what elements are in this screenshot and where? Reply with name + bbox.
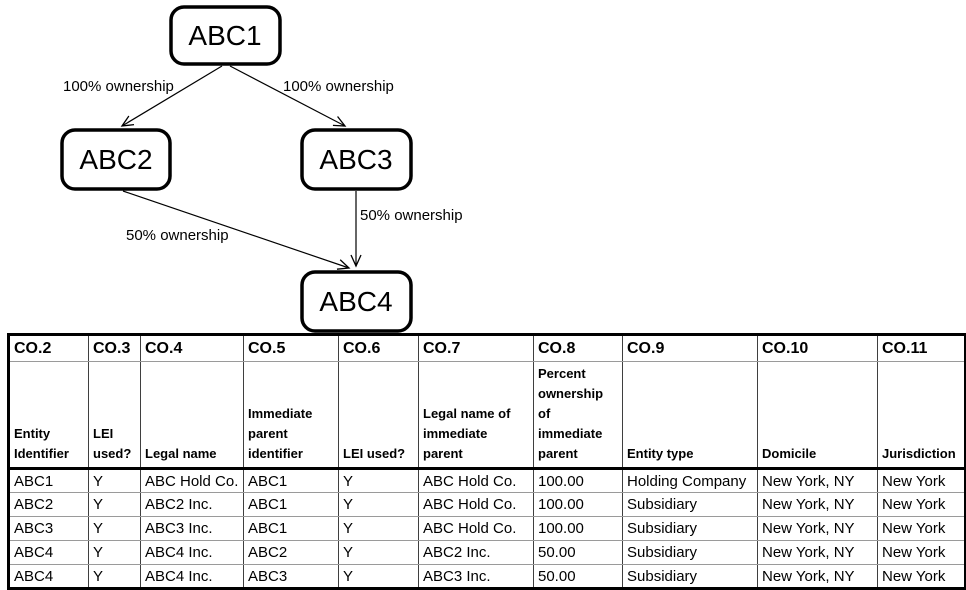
column-label-CO.9: Entity type [622,361,758,470]
column-label-CO.11: Jurisdiction [877,361,966,470]
column-label-CO.2: Entity Identifier [8,361,89,470]
cell-CO.11: New York [877,516,966,541]
cell-CO.7: ABC3 Inc. [418,564,534,589]
cell-CO.7: ABC2 Inc. [418,540,534,565]
cell-CO.8: 100.00 [533,468,623,493]
cell-CO.4: ABC4 Inc. [140,564,244,589]
cell-CO.9: Subsidiary [622,516,758,541]
column-code-CO.7: CO.7 [418,334,534,362]
column-label-CO.7: Legal name of immediate parent [418,361,534,470]
cell-CO.4: ABC4 Inc. [140,540,244,565]
cell-CO.8: 50.00 [533,540,623,565]
column-label-CO.8: Percent ownership of immediate parent [533,361,623,470]
column-code-CO.2: CO.2 [8,334,89,362]
cell-CO.10: New York, NY [757,540,878,565]
node-abc2-box [60,128,172,191]
cell-CO.2: ABC3 [8,516,89,541]
cell-CO.3: Y [88,564,141,589]
node-abc3-box [300,128,413,191]
cell-CO.5: ABC3 [243,564,339,589]
cell-CO.5: ABC1 [243,468,339,493]
node-abc1-box [169,5,282,66]
cell-CO.9: Holding Company [622,468,758,493]
cell-CO.5: ABC1 [243,516,339,541]
column-label-CO.6: LEI used? [338,361,419,470]
cell-CO.3: Y [88,516,141,541]
cell-CO.10: New York, NY [757,564,878,589]
node-abc1-label: ABC1 [188,20,261,51]
column-code-CO.11: CO.11 [877,334,966,362]
node-abc4-box [300,270,413,333]
edge-label-abc1-abc2: 100% ownership [63,78,174,95]
cell-CO.8: 100.00 [533,492,623,517]
column-code-CO.4: CO.4 [140,334,244,362]
cell-CO.6: Y [338,492,419,517]
cell-CO.6: Y [338,516,419,541]
node-abc2-label: ABC2 [79,144,152,175]
cell-CO.9: Subsidiary [622,492,758,517]
edge-label-abc1-abc3: 100% ownership [283,78,394,95]
cell-CO.11: New York [877,492,966,517]
column-code-CO.10: CO.10 [757,334,878,362]
column-label-CO.3: LEI used? [88,361,141,470]
cell-CO.6: Y [338,564,419,589]
cell-CO.4: ABC3 Inc. [140,516,244,541]
column-label-CO.4: Legal name [140,361,244,470]
edge-label-abc2-abc4: 50% ownership [126,227,229,244]
cell-CO.11: New York [877,564,966,589]
column-code-CO.8: CO.8 [533,334,623,362]
node-abc3-label: ABC3 [319,144,392,175]
edge-abc1-abc3 [229,65,347,127]
cell-CO.8: 50.00 [533,564,623,589]
column-code-CO.3: CO.3 [88,334,141,362]
cell-CO.2: ABC1 [8,468,89,493]
cell-CO.7: ABC Hold Co. [418,516,534,541]
column-code-CO.9: CO.9 [622,334,758,362]
cell-CO.6: Y [338,468,419,493]
column-code-CO.5: CO.5 [243,334,339,362]
column-label-CO.10: Domicile [757,361,878,470]
cell-CO.8: 100.00 [533,516,623,541]
cell-CO.7: ABC Hold Co. [418,492,534,517]
cell-CO.11: New York [877,540,966,565]
ownership-structure-diagram: 100% ownership 100% ownership 50% owners… [60,5,463,333]
cell-CO.9: Subsidiary [622,564,758,589]
cell-CO.4: ABC Hold Co. [140,468,244,493]
edge-abc1-abc2 [120,65,223,127]
cell-CO.10: New York, NY [757,516,878,541]
node-abc4-label: ABC4 [319,286,392,317]
cell-CO.2: ABC4 [8,540,89,565]
cell-CO.5: ABC2 [243,540,339,565]
cell-CO.10: New York, NY [757,492,878,517]
cell-CO.4: ABC2 Inc. [140,492,244,517]
column-label-CO.5: Immediate parent identifier [243,361,339,470]
cell-CO.3: Y [88,492,141,517]
cell-CO.9: Subsidiary [622,540,758,565]
cell-CO.6: Y [338,540,419,565]
cell-CO.3: Y [88,540,141,565]
cell-CO.2: ABC4 [14,567,54,585]
edge-abc2-abc4 [122,190,351,270]
cell-CO.5: ABC1 [243,492,339,517]
column-code-CO.6: CO.6 [338,334,419,362]
cell-CO.7: ABC Hold Co. [418,468,534,493]
edge-label-abc3-abc4: 50% ownership [360,207,463,224]
cell-CO.11: New York [877,468,966,493]
cell-CO.2: ABC2 [8,492,89,517]
cell-CO.3: Y [88,468,141,493]
cell-CO.10: New York, NY [757,468,878,493]
